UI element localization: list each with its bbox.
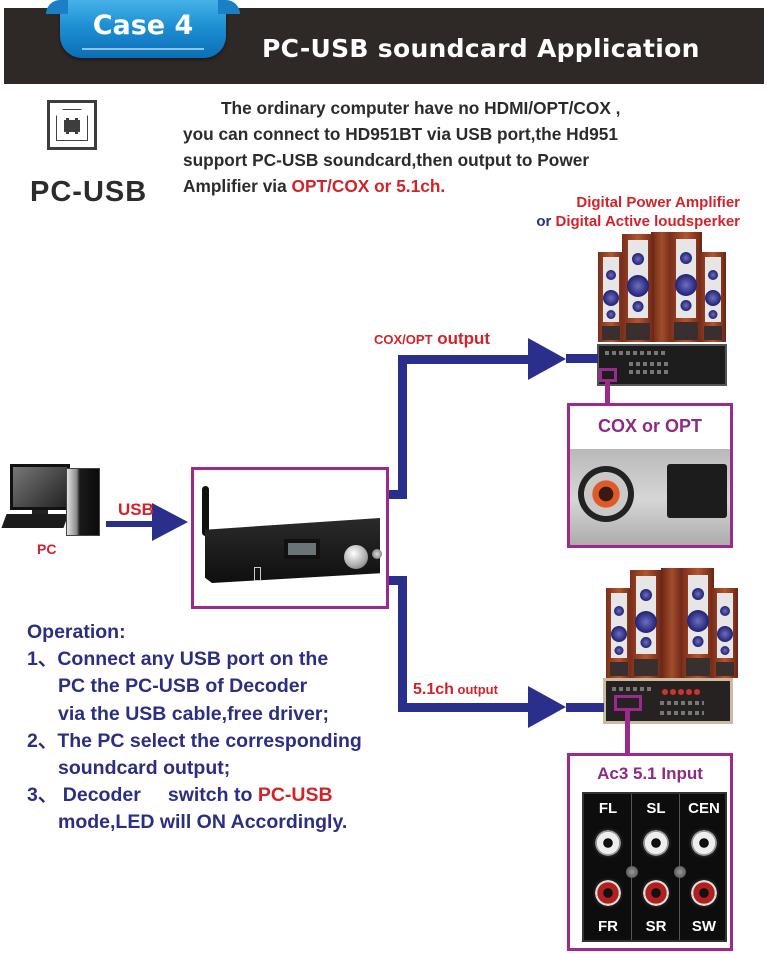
page-title: PC-USB soundcard Application: [262, 34, 700, 63]
usb-connection-line: [106, 521, 156, 527]
channel-label-fr: FR: [598, 918, 618, 935]
amplifier-receiver-top: [597, 344, 727, 386]
pc-label: PC: [37, 541, 57, 557]
ac3-title: Ac3 5.1 Input: [597, 764, 703, 783]
rca-jack-fl-icon: [593, 828, 623, 858]
cox-opt-label-small: COX/OPT: [374, 332, 433, 347]
rca-jack-fr-icon: [593, 878, 623, 908]
rca-jack-sr-icon: [641, 878, 671, 908]
usb-port-outline: [56, 109, 88, 141]
pc-tower-icon: [66, 468, 100, 536]
ch51-horizontal-line: [398, 703, 534, 712]
case-tab-shine: [82, 48, 204, 50]
cox-opt-arrow-icon: [528, 338, 566, 380]
channel-label-sr: SR: [645, 918, 667, 935]
amplifier-caption-line2: or Digital Active loudsperker: [470, 212, 740, 231]
channel-label-fl: FL: [598, 800, 618, 817]
intro-line: The ordinary computer have no HDMI/OPT/C…: [221, 98, 621, 118]
optical-jack-icon: [667, 464, 727, 518]
rca-jack-cen-icon: [689, 828, 719, 858]
cox-opt-horizontal-line: [398, 355, 534, 364]
intro-text: Amplifier via: [183, 176, 292, 196]
usb-type-b-port-icon: [47, 100, 97, 150]
intro-line: you can connect to HD951BT via USB port,…: [183, 124, 619, 144]
intro-line: support PC-USB soundcard,then output to …: [183, 150, 590, 170]
intro-highlight: OPT/COX or 5.1ch.: [291, 176, 446, 196]
ch51-label-big: 5.1ch: [413, 681, 454, 698]
ch51-to-amp-line: [566, 703, 604, 712]
ac3-jack-panel: FL SL CEN FR SR SW: [582, 792, 727, 942]
speaker-left: [622, 234, 654, 342]
speaker-front-right: [700, 252, 726, 342]
ch51-vertical-line: [398, 576, 407, 712]
ch51-connector-line: [625, 711, 630, 754]
cox-opt-title: COX or OPT: [597, 416, 702, 436]
cox-opt-to-amp-line: [566, 354, 598, 363]
speaker-center-column: [661, 568, 683, 678]
pc-usb-label: PC-USB: [30, 176, 148, 208]
speaker-front-right: [712, 588, 738, 678]
cox-opt-label-big: output: [432, 329, 491, 348]
operation-step-2-cont: soundcard output;: [58, 757, 231, 780]
operation-step-1-cont: via the USB cable,free driver;: [58, 702, 329, 725]
speaker-left: [630, 570, 662, 678]
decoder-lcd-display: [284, 539, 320, 559]
ch51-arrow-icon: [528, 686, 566, 728]
amp-coax-port-highlight: [599, 368, 617, 382]
ch51-output-label: 5.1ch output: [413, 681, 498, 699]
operation-step-3-cont: mode,LED will ON Accordingly.: [58, 811, 348, 834]
cox-opt-connector-line: [605, 382, 610, 404]
volume-knob-icon: [344, 545, 368, 569]
rca-jack-sl-icon: [641, 828, 671, 858]
bluetooth-antenna-icon: [202, 486, 209, 536]
channel-label-cen: CEN: [688, 800, 720, 817]
pc-keyboard-icon: [1, 514, 69, 528]
amplifier-caption-line1: Digital Power Amplifier: [576, 194, 740, 211]
speaker-set-top: [598, 232, 726, 342]
speaker-front-left: [606, 588, 632, 678]
ac3-input-detail-box: Ac3 5.1 Input FL SL CEN FR SR SW: [567, 753, 733, 951]
amplifier-caption: Digital Power Amplifier or Digital Activ…: [470, 193, 740, 231]
operation-step-1-cont: PC the PC-USB of Decoder: [58, 675, 308, 698]
usb-label: USB: [118, 500, 154, 519]
operation-step-2: 2、The PC select the corresponding: [27, 729, 362, 752]
case-label: Case 4: [92, 10, 194, 41]
speaker-right: [670, 232, 702, 342]
coaxial-jack-icon: [578, 466, 634, 522]
rca-jack-sw-icon: [689, 878, 719, 908]
operation-step-1: 1、Connect any USB port on the: [27, 648, 329, 671]
speaker-right: [682, 568, 714, 678]
operation-step-3: 3、 Decoder switch to PC-USB: [27, 782, 362, 809]
screw-icon: [674, 866, 686, 878]
speaker-front-left: [598, 252, 624, 342]
channel-label-sl: SL: [646, 800, 666, 817]
channel-label-sw: SW: [691, 918, 717, 935]
ch51-label-small: output: [453, 682, 498, 697]
pc-monitor-icon: [10, 464, 70, 510]
operation-instructions: Operation: 1、Connect any USB port on the…: [27, 619, 362, 837]
usb-port-chip: [64, 118, 80, 134]
operation-heading: Operation:: [27, 621, 126, 643]
decoder-usb-port-icon: [254, 567, 261, 581]
amplifier-receiver-bottom: [603, 678, 733, 724]
usb-arrow-icon: [152, 503, 188, 541]
caption-or: or: [536, 213, 556, 230]
intro-line: Amplifier via OPT/COX or 5.1ch.: [183, 173, 743, 199]
cox-opt-vertical-line: [398, 355, 407, 499]
speaker-center-column: [651, 232, 673, 342]
speaker-set-bottom: [606, 568, 738, 678]
operation-step-3-highlight: PC-USB: [257, 784, 333, 807]
pc-monitor-stand: [32, 510, 48, 516]
input-knob-icon: [372, 549, 382, 559]
operation-step-3-text: 3、 Decoder switch to: [27, 784, 258, 807]
caption-active-speaker: Digital Active loudsperker: [555, 213, 741, 230]
screw-icon: [626, 866, 638, 878]
amp-51-port-highlight: [614, 695, 642, 711]
cox-opt-detail-box: COX or OPT: [567, 403, 733, 548]
cox-opt-output-label: COX/OPT output: [374, 329, 490, 349]
intro-paragraph: The ordinary computer have no HDMI/OPT/C…: [183, 95, 743, 199]
